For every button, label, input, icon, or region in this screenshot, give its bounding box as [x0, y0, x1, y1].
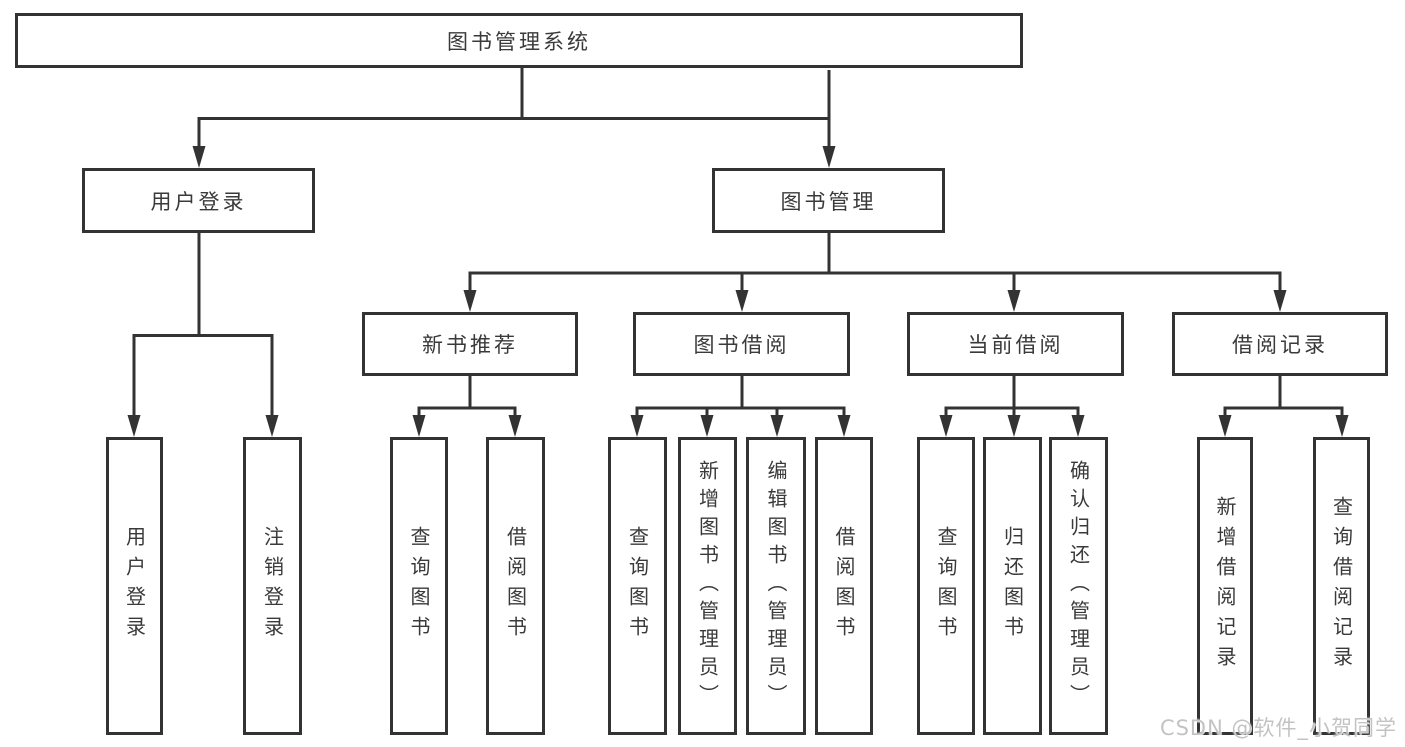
leaf-add-borrow-record-label: 新增借阅记录	[1213, 496, 1237, 676]
connector-arrowheads	[127, 146, 1349, 437]
leaf-borrow-books-borrow-label: 借阅图书	[832, 526, 856, 646]
leaf-query-books-borrow-label: 查询图书	[625, 526, 650, 646]
leaf-add-book-admin-label: 新增图书（管理员）	[695, 460, 720, 712]
node-root-label: 图书管理系统	[447, 29, 591, 54]
node-book-management: 图书管理	[712, 168, 945, 233]
node-current-borrow: 当前借阅	[907, 312, 1124, 376]
node-book-borrow-label: 图书借阅	[693, 333, 790, 357]
leaf-query-borrow-record-label: 查询借阅记录	[1329, 496, 1354, 676]
node-user-login: 用户登录	[82, 168, 315, 233]
leaf-add-borrow-record: 新增借阅记录	[1197, 437, 1253, 735]
node-new-book-recommend: 新书推荐	[362, 312, 578, 376]
node-borrow-records: 借阅记录	[1172, 312, 1388, 376]
node-user-login-label: 用户登录	[150, 189, 247, 214]
leaf-borrow-books-recommend: 借阅图书	[486, 437, 545, 735]
leaf-edit-book-admin: 编辑图书（管理员）	[746, 437, 806, 735]
leaf-query-books-borrow: 查询图书	[608, 437, 667, 735]
node-root: 图书管理系统	[15, 13, 1023, 68]
leaf-query-books-recommend: 查询图书	[390, 437, 448, 735]
leaf-query-books-recommend-label: 查询图书	[407, 526, 431, 646]
node-new-book-recommend-label: 新书推荐	[422, 333, 518, 357]
leaf-query-borrow-record: 查询借阅记录	[1313, 437, 1370, 735]
csdn-watermark: CSDN @软件_小贺同学	[1159, 716, 1397, 740]
leaf-edit-book-admin-label: 编辑图书（管理员）	[764, 460, 788, 712]
leaf-confirm-return-admin: 确认归还（管理员）	[1049, 437, 1108, 735]
leaf-return-book: 归还图书	[983, 437, 1042, 735]
leaf-borrow-books-borrow: 借阅图书	[815, 437, 873, 735]
leaf-user-login-label: 用户登录	[122, 526, 147, 646]
leaf-user-login: 用户登录	[106, 437, 163, 735]
leaf-query-books-current-label: 查询图书	[934, 526, 958, 646]
node-borrow-records-label: 借阅记录	[1232, 333, 1328, 357]
leaf-logout: 注销登录	[243, 437, 302, 735]
leaf-add-book-admin: 新增图书（管理员）	[678, 437, 737, 735]
node-book-management-label: 图书管理	[780, 189, 877, 214]
node-current-borrow-label: 当前借阅	[967, 333, 1064, 357]
leaf-confirm-return-admin-label: 确认归还（管理员）	[1066, 460, 1091, 712]
leaf-logout-label: 注销登录	[260, 526, 285, 646]
node-book-borrow: 图书借阅	[633, 312, 850, 376]
leaf-borrow-books-recommend-label: 借阅图书	[503, 526, 528, 646]
leaf-return-book-label: 归还图书	[1000, 526, 1025, 646]
leaf-query-books-current: 查询图书	[917, 437, 975, 735]
